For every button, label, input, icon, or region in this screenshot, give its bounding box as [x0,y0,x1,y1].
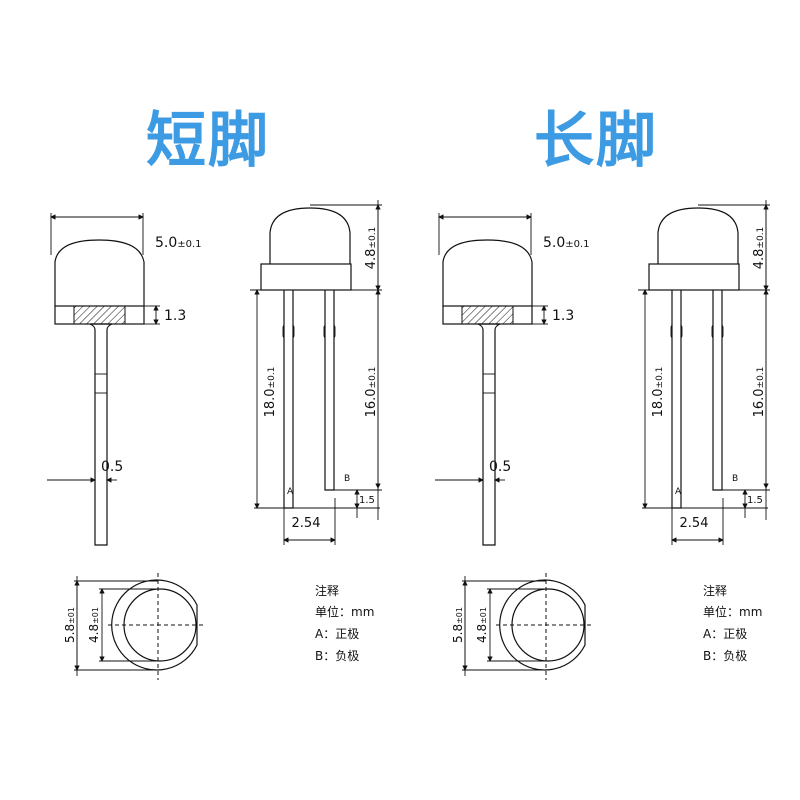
pin-b-label: B [344,474,350,484]
width-label: 5.0±0.1 [155,235,202,251]
svg-text:单位：mm: 单位：mm [703,604,762,619]
svg-text:5.8±01: 5.8±01 [451,607,465,643]
svg-text:B：负极: B：负极 [315,649,359,663]
lead [89,323,113,546]
bottom-view: 5.8±01 4.8±01 [451,573,593,680]
svg-text:A：正极: A：正极 [315,627,359,641]
svg-text:16.0±0.1: 16.0±0.1 [752,367,767,418]
svg-text:4.8±0.1: 4.8±0.1 [752,227,767,270]
title-long-leg: 长脚 [534,106,658,176]
lead-diameter-label: 0.5 [489,459,511,475]
title-short-leg: 短脚 [146,106,270,176]
side-view: 5.0±0.1 1.3 0.5 [47,213,202,546]
svg-text:4.8±01: 4.8±01 [87,607,101,643]
lead-b [324,290,335,491]
lead [477,323,501,546]
svg-text:4.8±0.1: 4.8±0.1 [364,227,379,270]
lead-a [283,290,294,509]
svg-text:16.0±0.1: 16.0±0.1 [364,367,379,418]
flange-label: 1.3 [552,308,574,324]
led-dome-front [657,207,739,264]
pin-a-label: A [675,487,682,497]
side-view: 5.0±0.1 1.3 0.5 [435,213,590,546]
svg-text:单位：mm: 单位：mm [315,604,374,619]
lead-a [671,290,682,509]
notes: 注释 单位：mm A：正极 B：负极 [315,583,374,663]
svg-text:2.54: 2.54 [680,516,709,531]
svg-text:1.5: 1.5 [747,495,763,506]
panel-short-leg: 5.0±0.1 1.3 0.5 4.8±0.1 18. [47,200,382,680]
svg-text:18.0±0.1: 18.0±0.1 [263,367,278,418]
front-view: 4.8±0.1 18.0±0.1 16.0±0.1 1.5 2.54 A B [250,200,382,545]
svg-text:4.8±01: 4.8±01 [475,607,489,643]
svg-text:注释: 注释 [703,583,727,598]
svg-text:A：正极: A：正极 [703,627,747,641]
led-dome [442,239,533,306]
lead-b [712,290,723,491]
front-view: 4.8±0.1 18.0±0.1 16.0±0.1 1.5 2.54 A B [638,200,770,545]
svg-text:18.0±0.1: 18.0±0.1 [651,367,666,418]
svg-text:注释: 注释 [315,583,339,598]
svg-text:5.8±01: 5.8±01 [63,607,77,643]
pin-a-label: A [287,487,294,497]
led-dome-front [269,207,351,264]
svg-text:1.5: 1.5 [359,495,375,506]
led-dome [54,239,145,306]
flange-label: 1.3 [164,308,186,324]
svg-text:B：负极: B：负极 [703,649,747,663]
panel-long-leg: 5.0±0.1 1.3 0.5 4.8±0.1 18. [435,200,770,680]
notes: 注释 单位：mm A：正极 B：负极 [703,583,762,663]
bottom-view: 5.8±01 4.8±01 [63,573,205,680]
svg-text:2.54: 2.54 [292,516,321,531]
width-label: 5.0±0.1 [543,235,590,251]
pin-b-label: B [732,474,738,484]
lead-diameter-label: 0.5 [101,459,123,475]
